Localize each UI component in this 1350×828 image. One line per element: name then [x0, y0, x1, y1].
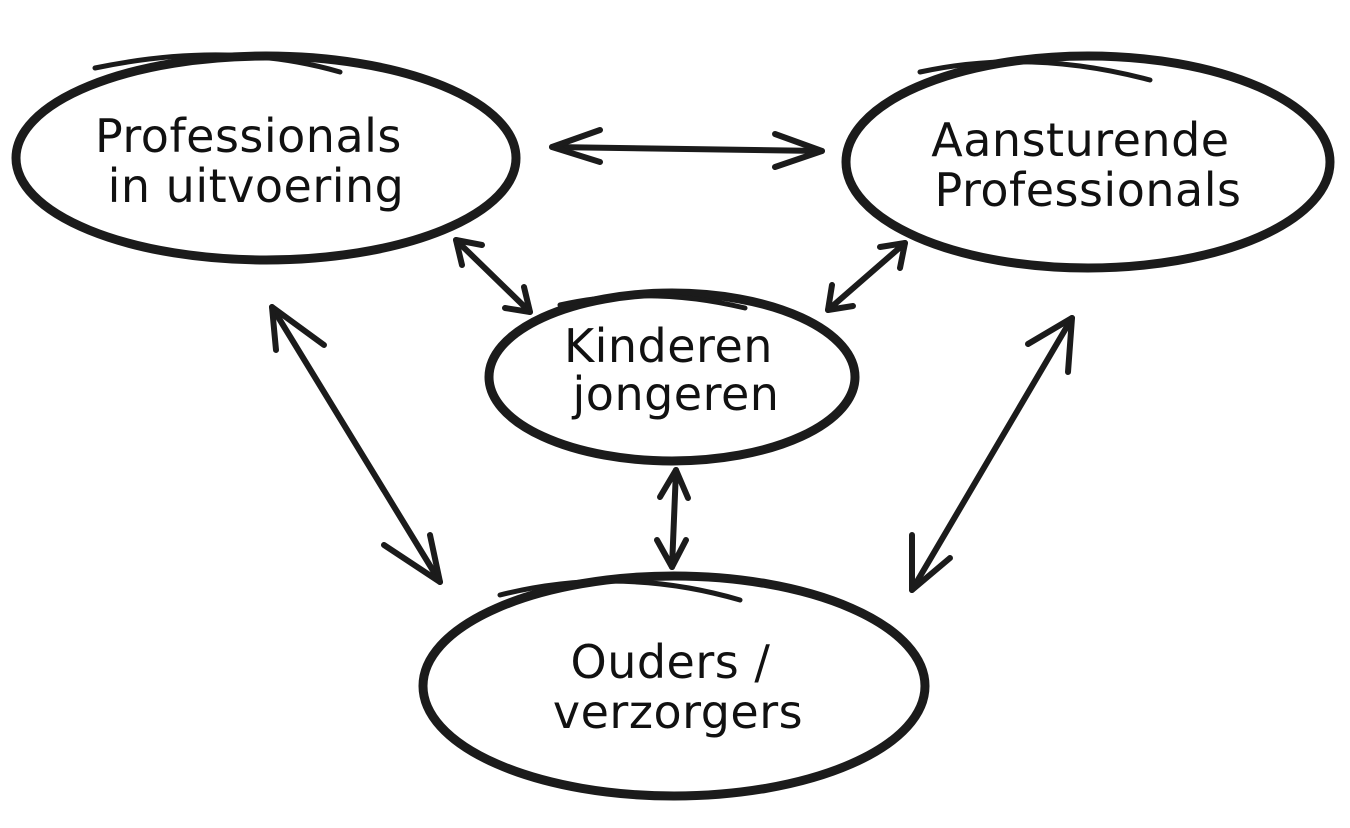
node-aansturende-professionals: Aansturende Professionals [841, 51, 1335, 273]
arrow-head [825, 282, 856, 313]
node-stroke-accent [92, 52, 343, 75]
node-label-line: jongeren [572, 367, 780, 421]
node-label-line: Aansturende [931, 113, 1229, 167]
edge-kinderen-ouders [654, 467, 691, 570]
edge-line [453, 237, 533, 315]
edge-line [269, 304, 443, 585]
arrow-head [269, 304, 327, 353]
edge-professionals-aansturende [549, 127, 825, 170]
node-label-line: Professionals [935, 163, 1242, 217]
arrow-head [1025, 315, 1075, 375]
arrow-head [549, 127, 603, 165]
node-label: Ouders / verzorgers [553, 635, 803, 739]
node-label: Kinderen jongeren [564, 319, 788, 421]
edge-line [549, 144, 825, 154]
node-label-line: Kinderen [564, 319, 773, 373]
node-ellipse [484, 288, 860, 466]
node-kinderen-jongeren: Kinderen jongeren [484, 288, 860, 466]
arrow-head [381, 532, 443, 585]
edge-aansturende-ouders [909, 315, 1075, 593]
node-professionals-uitvoering: Professionals in uitvoering [11, 51, 521, 265]
edge-professionals-kinderen [453, 237, 533, 315]
node-label-line: verzorgers [553, 685, 803, 739]
node-ellipse [841, 51, 1335, 273]
arrow-head [654, 537, 689, 570]
edge-aansturende-kinderen [825, 240, 908, 313]
arrow-head [877, 240, 908, 271]
edge-line [909, 315, 1075, 593]
arrow-head [909, 532, 953, 593]
node-label: Professionals in uitvoering [95, 109, 417, 213]
arrow-head [772, 131, 825, 170]
edge-line [669, 467, 679, 570]
node-ouders-verzorgers: Ouders / verzorgers [418, 571, 930, 801]
edge-line [825, 240, 908, 313]
node-stroke-accent [557, 293, 748, 311]
arrow-head [453, 237, 485, 268]
node-ellipse [418, 571, 930, 801]
edge-professionals-ouders [269, 304, 443, 585]
node-label-line: in uitvoering [108, 159, 405, 213]
node-label-line: Ouders / [571, 635, 771, 689]
node-label-line: Professionals [95, 109, 402, 163]
arrow-head [657, 467, 691, 501]
node-stroke-accent [917, 59, 1153, 83]
arrow-head [502, 284, 533, 315]
node-stroke-accent [497, 578, 743, 603]
node-label: Aansturende Professionals [931, 113, 1244, 217]
